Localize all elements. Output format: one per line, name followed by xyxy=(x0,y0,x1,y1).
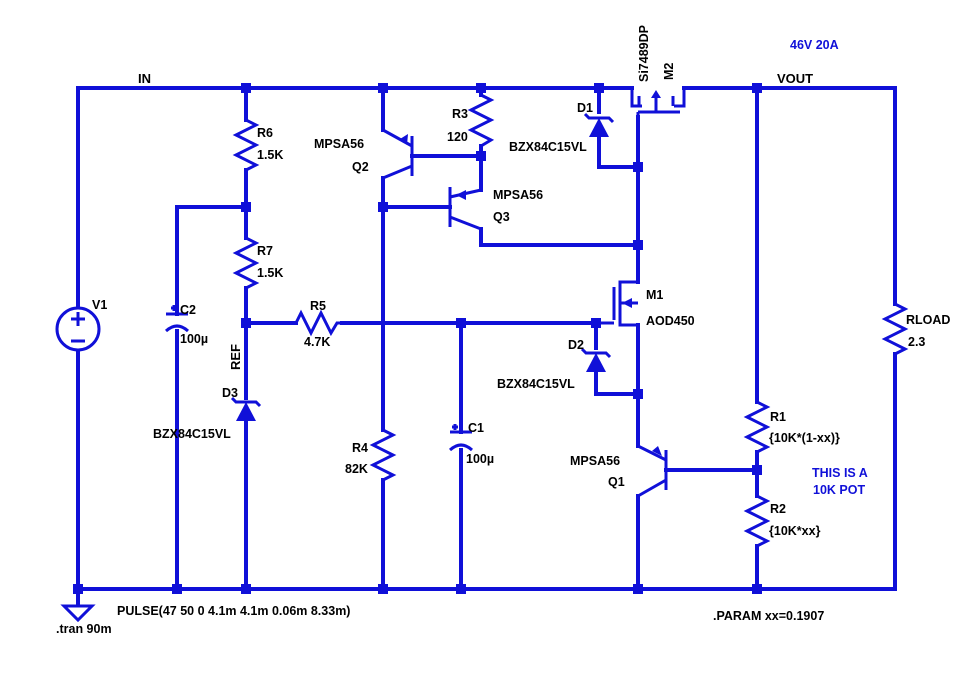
q1-pnp-transistor[interactable] xyxy=(637,444,668,498)
r6-name-label: R6 xyxy=(257,126,273,140)
r7-resistor[interactable] xyxy=(232,236,260,290)
d2-name-label: D2 xyxy=(568,338,584,352)
tran-directive: .tran 90m xyxy=(56,622,112,636)
net-label-ref: REF xyxy=(228,344,243,370)
c2-capacitor[interactable] xyxy=(164,305,190,333)
d1-zener-diode[interactable] xyxy=(583,112,615,137)
d2-zener-diode[interactable] xyxy=(580,347,612,372)
c1-value-label: 100µ xyxy=(466,452,494,466)
pot-note-line1: THIS IS A xyxy=(812,466,868,480)
r1-value-label: {10K*(1-xx)} xyxy=(769,431,840,445)
r2-resistor[interactable] xyxy=(743,494,771,548)
r7-name-label: R7 xyxy=(257,244,273,258)
q1-name-label: Q1 xyxy=(608,475,625,489)
rating-annotation: 46V 20A xyxy=(790,38,839,52)
r3-value-label: 120 xyxy=(447,130,468,144)
q3-pnp-transistor[interactable] xyxy=(448,187,482,231)
r5-name-label: R5 xyxy=(310,299,326,313)
d3-name-label: D3 xyxy=(222,386,238,400)
m2-pmos-transistor[interactable] xyxy=(630,88,686,117)
rload-value-label: 2.3 xyxy=(908,335,925,349)
pulse-directive: PULSE(47 50 0 4.1m 4.1m 0.06m 8.33m) xyxy=(117,604,350,618)
q3-name-label: Q3 xyxy=(493,210,510,224)
r6-value-label: 1.5K xyxy=(257,148,283,162)
wires xyxy=(76,86,897,606)
c1-capacitor[interactable] xyxy=(448,424,474,452)
r5-value-label: 4.7K xyxy=(304,335,330,349)
r5-resistor[interactable] xyxy=(294,309,342,337)
q2-pnp-transistor[interactable] xyxy=(382,128,414,180)
m1-nmos-transistor[interactable] xyxy=(596,280,638,327)
r4-resistor[interactable] xyxy=(369,428,397,482)
net-label-in: IN xyxy=(138,71,151,86)
rload-name-label: RLOAD xyxy=(906,313,950,327)
c1-name-label: C1 xyxy=(468,421,484,435)
q2-value-label: MPSA56 xyxy=(314,137,364,151)
r3-name-label: R3 xyxy=(452,107,468,121)
r2-value-label: {10K*xx} xyxy=(769,524,821,538)
pot-note-line2: 10K POT xyxy=(813,483,865,497)
r6-resistor[interactable] xyxy=(232,118,260,172)
r1-resistor[interactable] xyxy=(743,400,771,454)
net-label-vout: VOUT xyxy=(777,71,813,86)
d2-value-label: BZX84C15VL xyxy=(497,377,575,391)
r4-value-label: 82K xyxy=(345,462,368,476)
q1-value-label: MPSA56 xyxy=(570,454,620,468)
q2-name-label: Q2 xyxy=(352,160,369,174)
v1-voltage-source[interactable] xyxy=(55,306,101,352)
param-directive: .PARAM xx=0.1907 xyxy=(713,609,824,623)
r1-name-label: R1 xyxy=(770,410,786,424)
c2-value-label: 100µ xyxy=(180,332,208,346)
q3-value-label: MPSA56 xyxy=(493,188,543,202)
d1-value-label: BZX84C15VL xyxy=(509,140,587,154)
m1-value-label: AOD450 xyxy=(646,314,695,328)
r2-name-label: R2 xyxy=(770,502,786,516)
d3-zener-diode[interactable] xyxy=(230,396,262,421)
r3-resistor[interactable] xyxy=(467,93,495,148)
d3-value-label: BZX84C15VL xyxy=(153,427,231,441)
ground-icon xyxy=(60,604,96,623)
r4-name-label: R4 xyxy=(352,441,368,455)
c2-name-label: C2 xyxy=(180,303,196,317)
d1-name-label: D1 xyxy=(577,101,593,115)
rload-resistor[interactable] xyxy=(881,302,909,356)
r7-value-label: 1.5K xyxy=(257,266,283,280)
m2-name-label: M2 xyxy=(662,63,676,80)
v1-name-label: V1 xyxy=(92,298,107,312)
m1-name-label: M1 xyxy=(646,288,663,302)
m2-value-label: Si7489DP xyxy=(637,25,651,82)
